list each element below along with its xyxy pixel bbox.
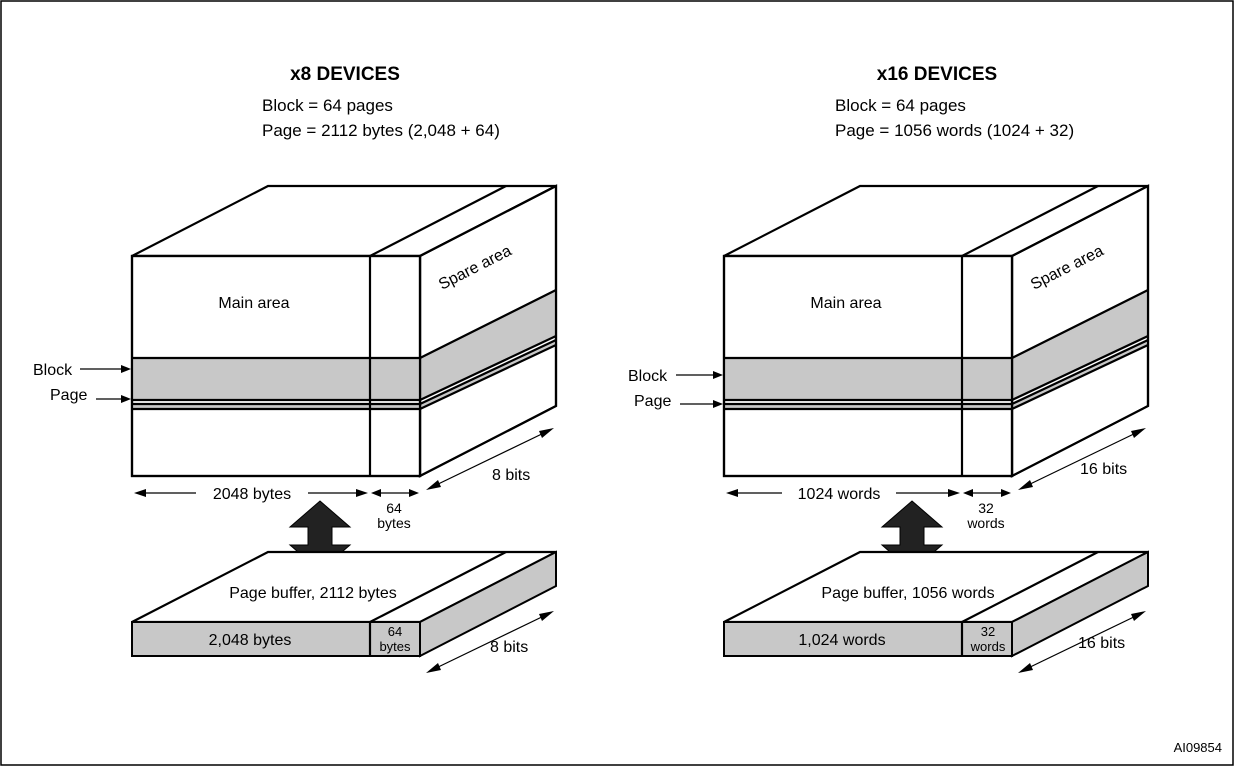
figure-id: AI09854 [1174,740,1222,755]
x16-depth-label: 16 bits [1080,461,1127,478]
x16-main-width-label: 1024 words [798,486,881,503]
x8-buffer-label: Page buffer, 2112 bytes [229,585,397,602]
x16-block-line: Block = 64 pages [835,96,966,115]
x16-spare-width-arrow-right [1001,489,1011,497]
x16-depth-arrow-end [1131,428,1146,438]
x16-page-label: Page [634,393,671,410]
x16-right-band-line-3 [1011,339,1149,405]
x16-page-line: Page = 1056 words (1024 + 32) [835,121,1074,140]
x8-buffer-front-face [131,621,421,657]
x16-right-page-band [1012,340,1148,409]
x16-top-spare-divider [961,185,1099,257]
x16-buffer-label: Page buffer, 1056 words [821,585,994,602]
x8-title: x8 DEVICES [290,64,400,85]
x16-buffer-depth-arrow-end [1131,611,1146,621]
x16-front-block-band [724,358,1012,400]
x8-page-label: Page [50,387,87,404]
x8-depth-arrow-start [426,480,441,490]
x8-right-page-band [420,340,556,409]
x8-buffer-spare-num: 64 [388,624,402,639]
x16-right-band-line-1 [1011,289,1149,359]
x8-front-page-band [132,404,420,409]
x16-buffer-spare-num: 32 [981,624,995,639]
x8-spare-width-arrow-right [409,489,419,497]
x8-front-face-outline [130,254,422,478]
x8-right-band-line-3 [419,339,557,405]
x8-spare-width-unit: bytes [377,515,410,531]
x8-spare-width-num: 64 [386,500,402,516]
x16-spare-width-arrow-left [963,489,973,497]
x8-page-line: Page = 2112 bytes (2,048 + 64) [262,121,500,140]
x16-right-band-line-2 [1011,335,1149,401]
x16-devices-panel: x16 DEVICES Block = 64 pages Page = 1056… [628,64,1150,673]
x16-right-band-line-4 [1011,344,1149,410]
x16-front-page-band [724,404,1012,409]
x16-buffer-main-label: 1,024 words [798,632,885,649]
x16-width-arrow-right [948,489,960,497]
x8-block-label: Block [33,362,73,379]
x8-buffer-depth-line [431,613,549,671]
x16-right-block-band [1012,290,1148,400]
x8-spare-width-arrow-left [371,489,381,497]
x16-buffer-front-face [723,621,1013,657]
x16-front-face-outline [722,254,1014,478]
x16-spare-width-num: 32 [978,500,994,516]
x16-buffer-depth-arrow-start [1018,663,1033,673]
x8-block-pointer-arrow [121,365,131,373]
x8-width-arrow-left [134,489,146,497]
x8-buffer-depth-arrow-end [539,611,554,621]
x8-depth-label: 8 bits [492,467,530,484]
x8-right-band-line-2 [419,335,557,401]
x8-main-area-label: Main area [218,295,289,312]
x16-width-arrow-left [726,489,738,497]
x8-buffer-depth-label: 8 bits [490,639,528,656]
x8-devices-panel: x8 DEVICES Block = 64 pages Page = 2112 … [33,64,558,673]
x16-buffer-depth-label: 16 bits [1078,635,1125,652]
x16-buffer-spare-unit: words [970,639,1006,654]
x8-width-arrow-right [356,489,368,497]
x16-buffer-top-divider [961,551,1099,623]
x16-title: x16 DEVICES [877,64,997,85]
x8-buffer-spare-unit: bytes [379,639,411,654]
x8-depth-line [431,430,549,488]
x16-main-area-label: Main area [810,295,881,312]
x16-page-pointer-arrow [713,400,723,408]
x16-buffer-depth-line [1023,613,1141,671]
x8-top-spare-divider [369,185,507,257]
x8-main-width-label: 2048 bytes [213,486,291,503]
x8-depth-arrow-end [539,428,554,438]
x8-right-band-line-4 [419,344,557,410]
x16-block-pointer-arrow [713,371,723,379]
x8-block-line: Block = 64 pages [262,96,393,115]
x8-page-pointer-arrow [121,395,131,403]
x8-buffer-top-divider [369,551,507,623]
x8-buffer-main-label: 2,048 bytes [209,632,292,649]
x8-right-block-band [420,290,556,400]
x8-right-band-line-1 [419,289,557,359]
x8-buffer-depth-arrow-start [426,663,441,673]
x16-spare-width-unit: words [966,515,1004,531]
x8-front-block-band [132,358,420,400]
x16-depth-line [1023,430,1141,488]
x16-depth-arrow-start [1018,480,1033,490]
x16-block-label: Block [628,368,668,385]
